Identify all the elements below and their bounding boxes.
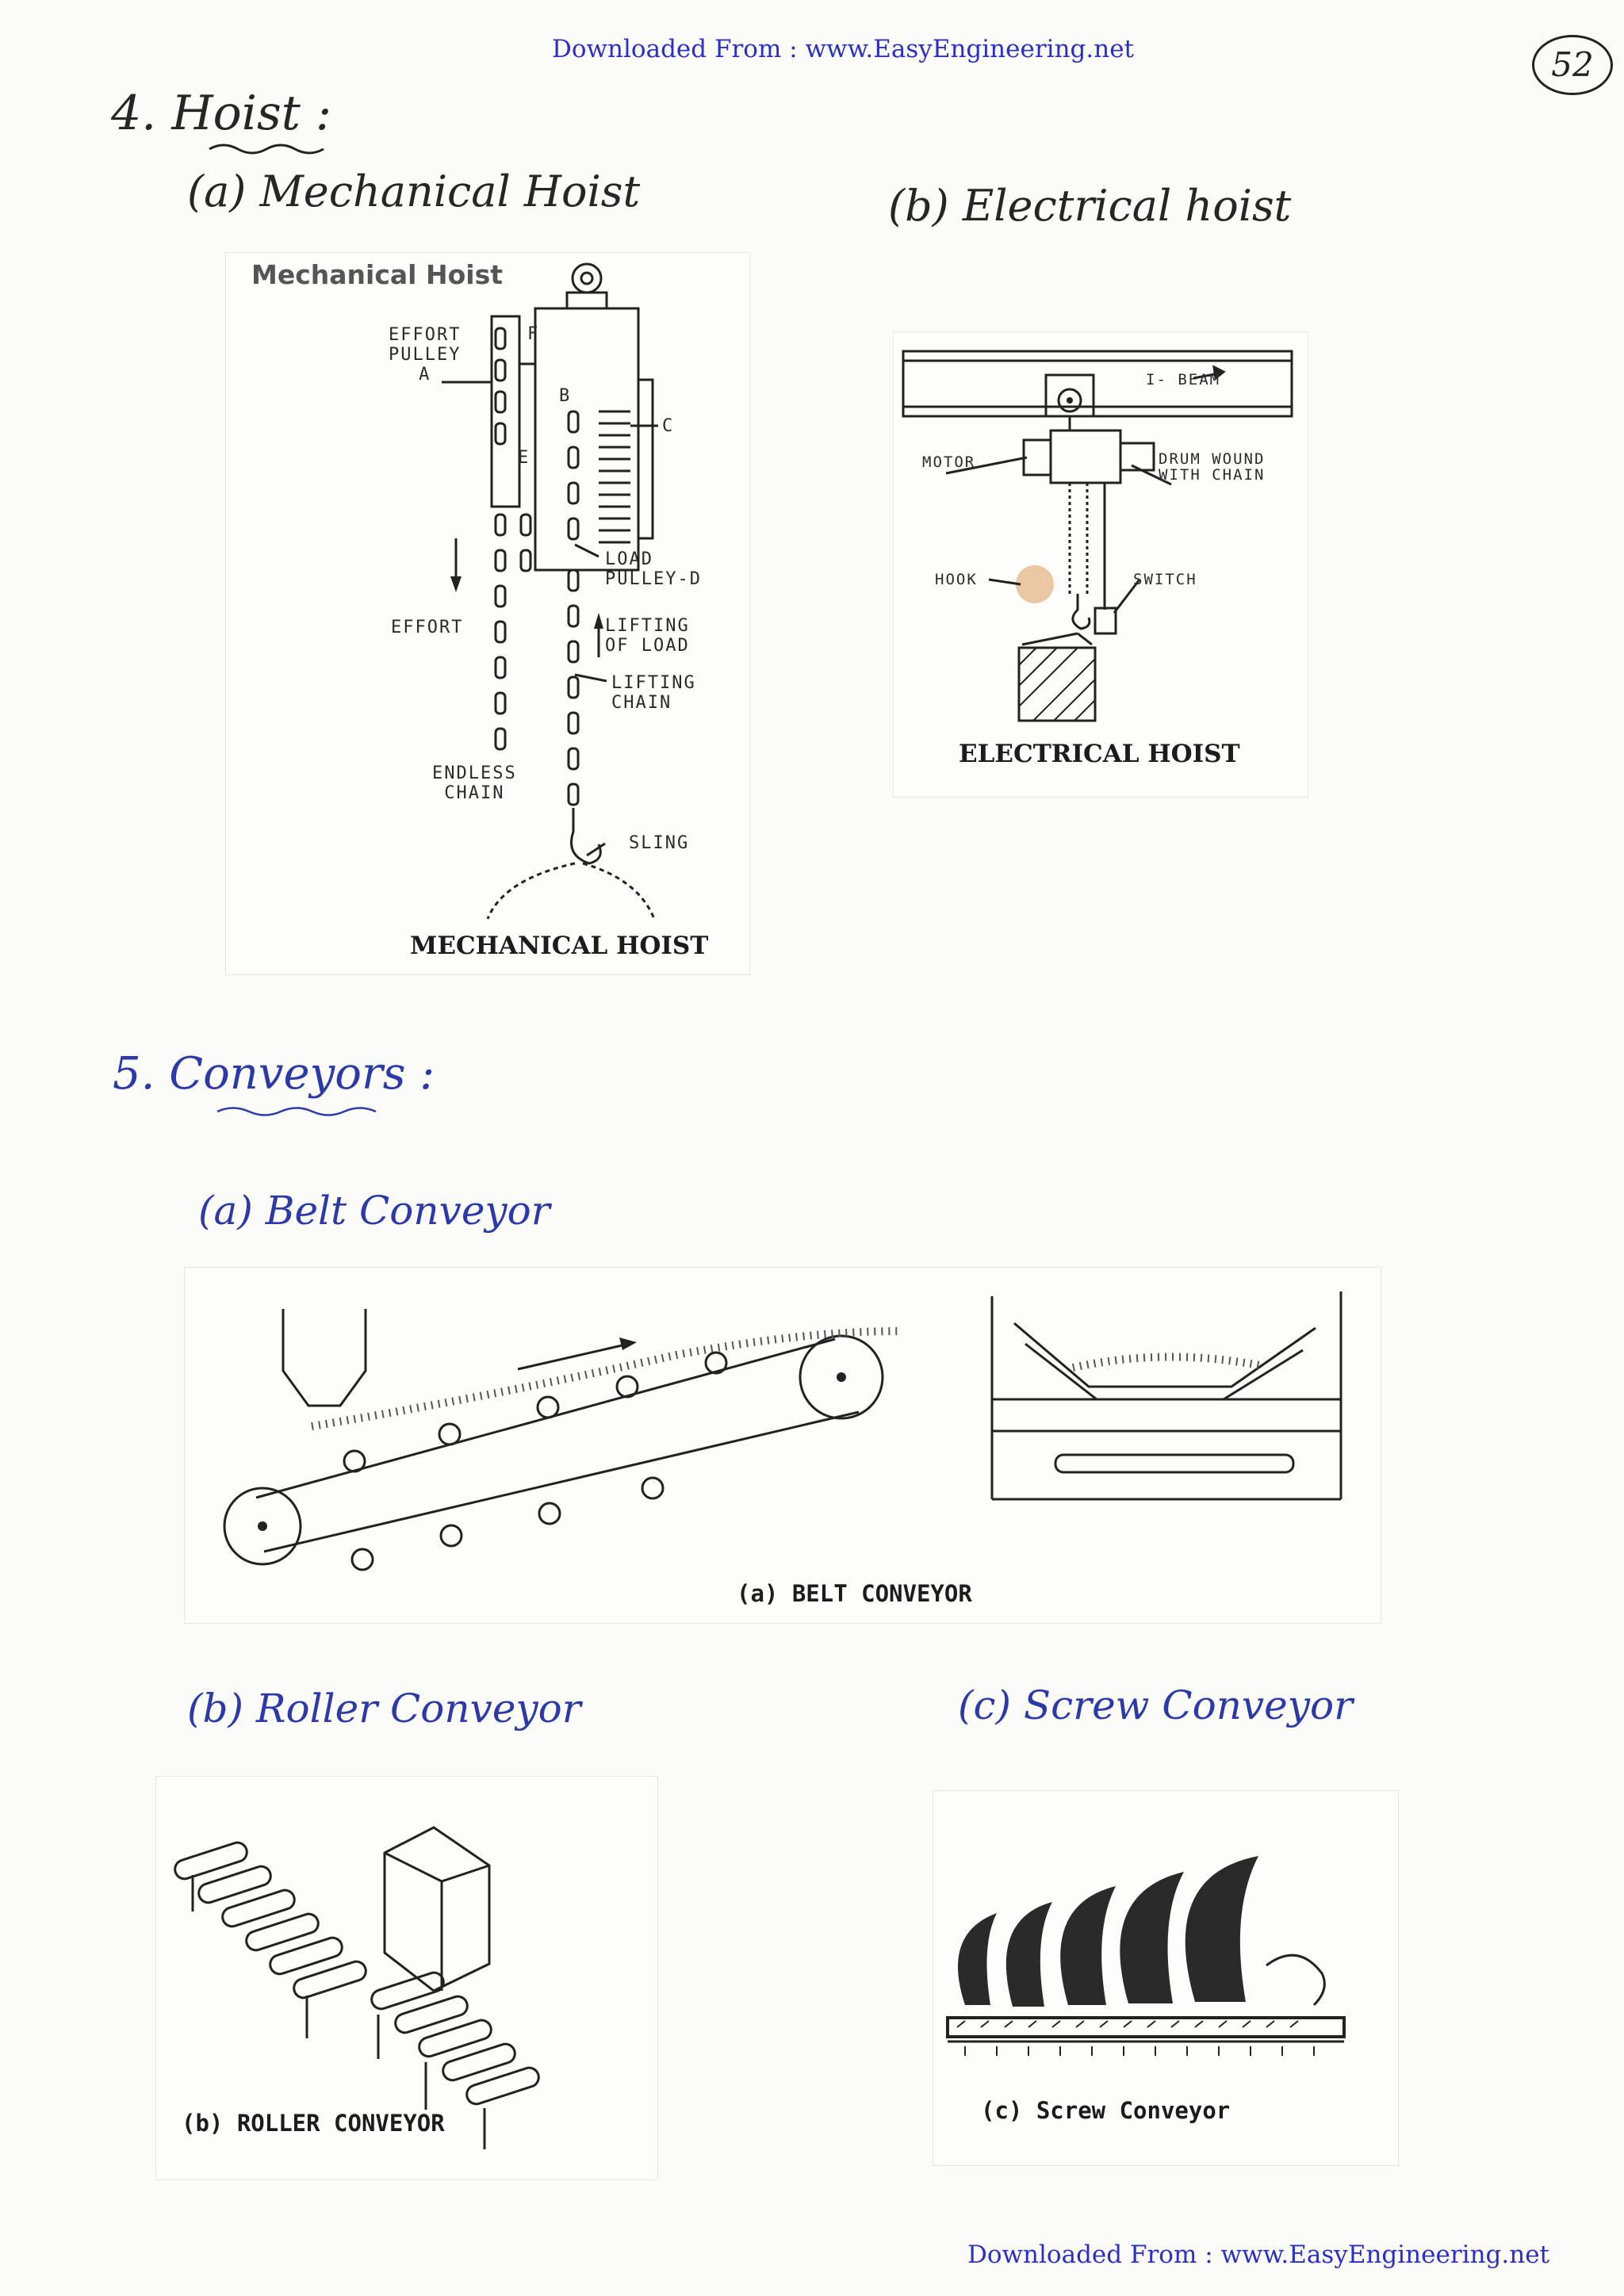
effort-pulley-label: EFFORT PULLEY A: [389, 325, 462, 385]
endless-chain-label: ENDLESS CHAIN: [432, 763, 517, 803]
label-c: C: [662, 416, 675, 436]
mechanical-hoist-drawing: [442, 262, 658, 920]
label-b: B: [559, 386, 572, 406]
load-pulley-label: LOAD PULLEY-D: [605, 549, 702, 589]
label-e: E: [518, 448, 530, 468]
electrical-hoist-figure: I- BEAM MOTOR DRUM WOUND WITH CHAIN HOOK…: [893, 331, 1308, 798]
label-f: F: [527, 324, 540, 344]
belt-conveyor-figure: (a) BELT CONVEYOR: [184, 1267, 1381, 1624]
switch-label: SWITCH: [1133, 571, 1197, 588]
motor-label: MOTOR: [922, 453, 976, 471]
section-4-heading: 4. Hoist :: [111, 86, 332, 141]
belt-conveyor-drawing: [223, 1292, 1342, 1571]
heading-underline: [209, 144, 324, 155]
sling-label: SLING: [629, 833, 690, 853]
mechanical-hoist-figure: Mechanical Hoist: [225, 252, 750, 975]
effort-label: EFFORT: [391, 618, 464, 637]
electrical-hoist-caption: ELECTRICAL HOIST: [959, 740, 1240, 768]
lifting-of-load-label: LIFTING OF LOAD: [605, 616, 690, 656]
page-number-badge: 52: [1532, 35, 1613, 95]
screw-conveyor-heading: (c) Screw Conveyor: [958, 1682, 1353, 1728]
belt-conveyor-caption: (a) BELT CONVEYOR: [737, 1580, 972, 1607]
screw-conveyor-caption: (c) Screw Conveyor: [981, 2097, 1231, 2124]
roller-conveyor-drawing: [174, 1826, 540, 2149]
electrical-hoist-drawing: [902, 350, 1293, 722]
header-download-link[interactable]: Downloaded From : www.EasyEngineering.ne…: [552, 35, 1134, 63]
page-number: 52: [1551, 45, 1594, 84]
screw-conveyor-drawing: [946, 1856, 1346, 2056]
mechanical-hoist-subtitle: Mechanical Hoist: [251, 259, 503, 290]
roller-conveyor-caption: (b) ROLLER CONVEYOR: [182, 2110, 445, 2137]
mechanical-hoist-caption: MECHANICAL HOIST: [410, 932, 709, 960]
mechanical-hoist-heading: (a) Mechanical Hoist: [187, 166, 641, 216]
conveyors-underline: [216, 1107, 377, 1116]
section-5-heading: 5. Conveyors :: [113, 1048, 435, 1100]
screw-conveyor-figure: (c) Screw Conveyor: [933, 1790, 1399, 2166]
footer-download-link[interactable]: Downloaded From : www.EasyEngineering.ne…: [967, 2241, 1549, 2269]
drum-label: DRUM WOUND WITH CHAIN: [1159, 450, 1266, 484]
i-beam-label: I- BEAM: [1146, 371, 1221, 388]
electrical-hoist-heading: (b) Electrical hoist: [888, 181, 1292, 231]
hook-label: HOOK: [935, 571, 978, 588]
roller-conveyor-figure: (b) ROLLER CONVEYOR: [155, 1776, 658, 2180]
roller-conveyor-heading: (b) Roller Conveyor: [187, 1686, 581, 1732]
lifting-chain-label: LIFTING CHAIN: [611, 673, 696, 713]
belt-conveyor-heading: (a) Belt Conveyor: [198, 1188, 550, 1234]
